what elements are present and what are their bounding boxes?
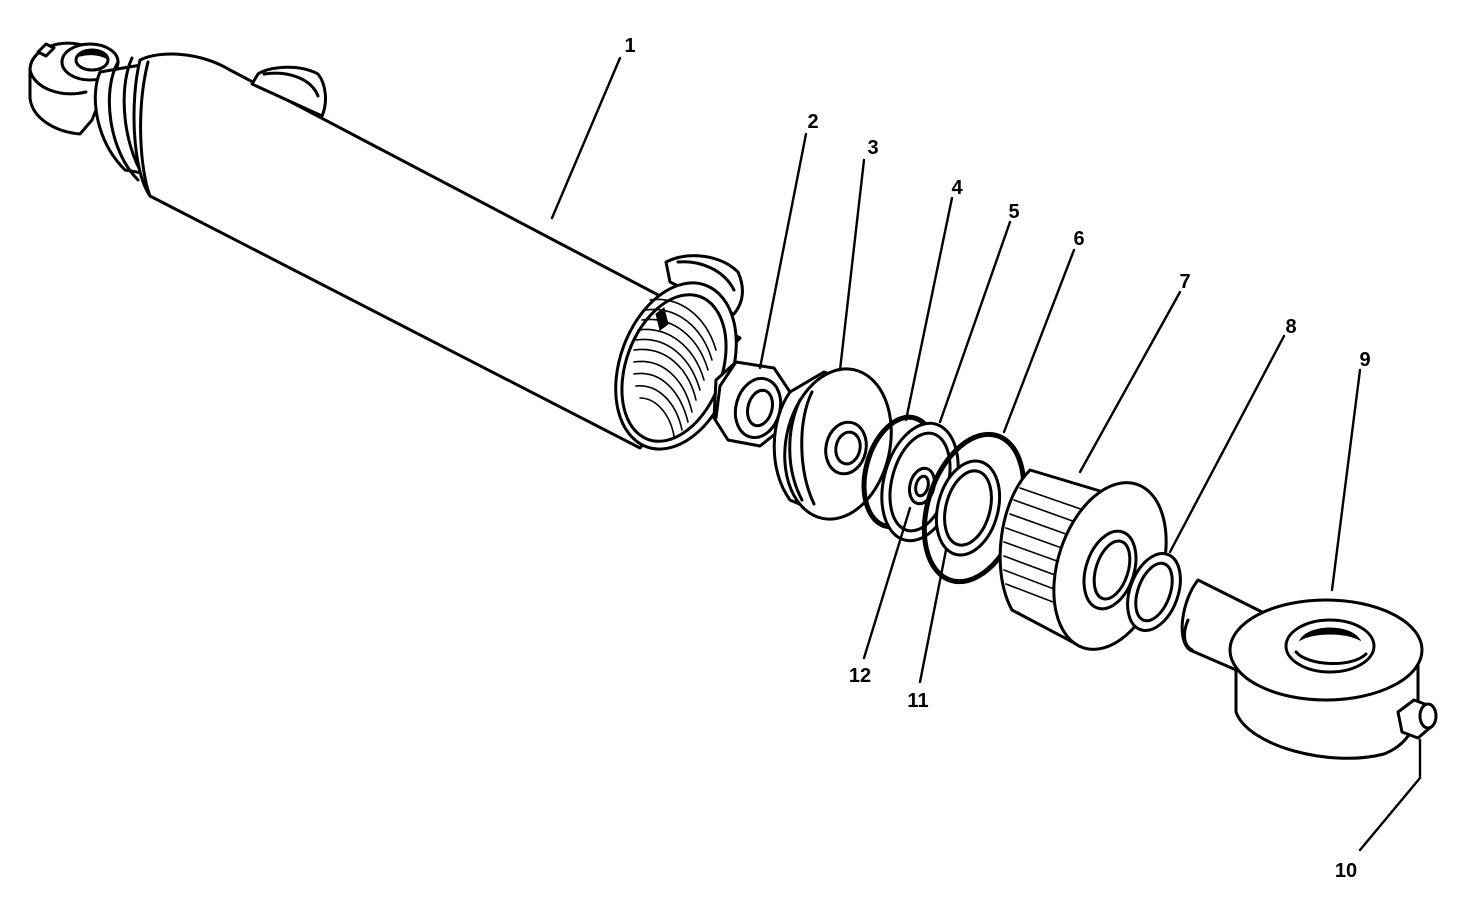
- callout-7: 7: [1179, 271, 1190, 293]
- seal-11: [934, 459, 1002, 557]
- cylinder-barrel: [28, 41, 744, 451]
- ring-8: [1126, 552, 1182, 632]
- leader-lines: [550, 56, 1422, 852]
- callout-8: 8: [1285, 316, 1296, 338]
- grease-fitting: [1396, 698, 1438, 740]
- callout-10: 10: [1335, 860, 1357, 882]
- callout-11: 11: [907, 690, 928, 712]
- callout-4: 4: [951, 177, 963, 199]
- callout-6: 6: [1073, 228, 1084, 250]
- callout-12: 12: [849, 665, 871, 687]
- callout-9: 9: [1359, 349, 1370, 371]
- callout-5: 5: [1008, 201, 1019, 223]
- callout-3: 3: [867, 137, 878, 159]
- callout-2: 2: [807, 111, 818, 133]
- top-port: [250, 65, 327, 118]
- threaded-bore: [614, 281, 738, 451]
- callout-labels: 1 2 3 4 5 6 7 8 9 10 11 12: [624, 35, 1370, 882]
- rod-end: [1180, 578, 1424, 760]
- callout-1: 1: [624, 35, 635, 57]
